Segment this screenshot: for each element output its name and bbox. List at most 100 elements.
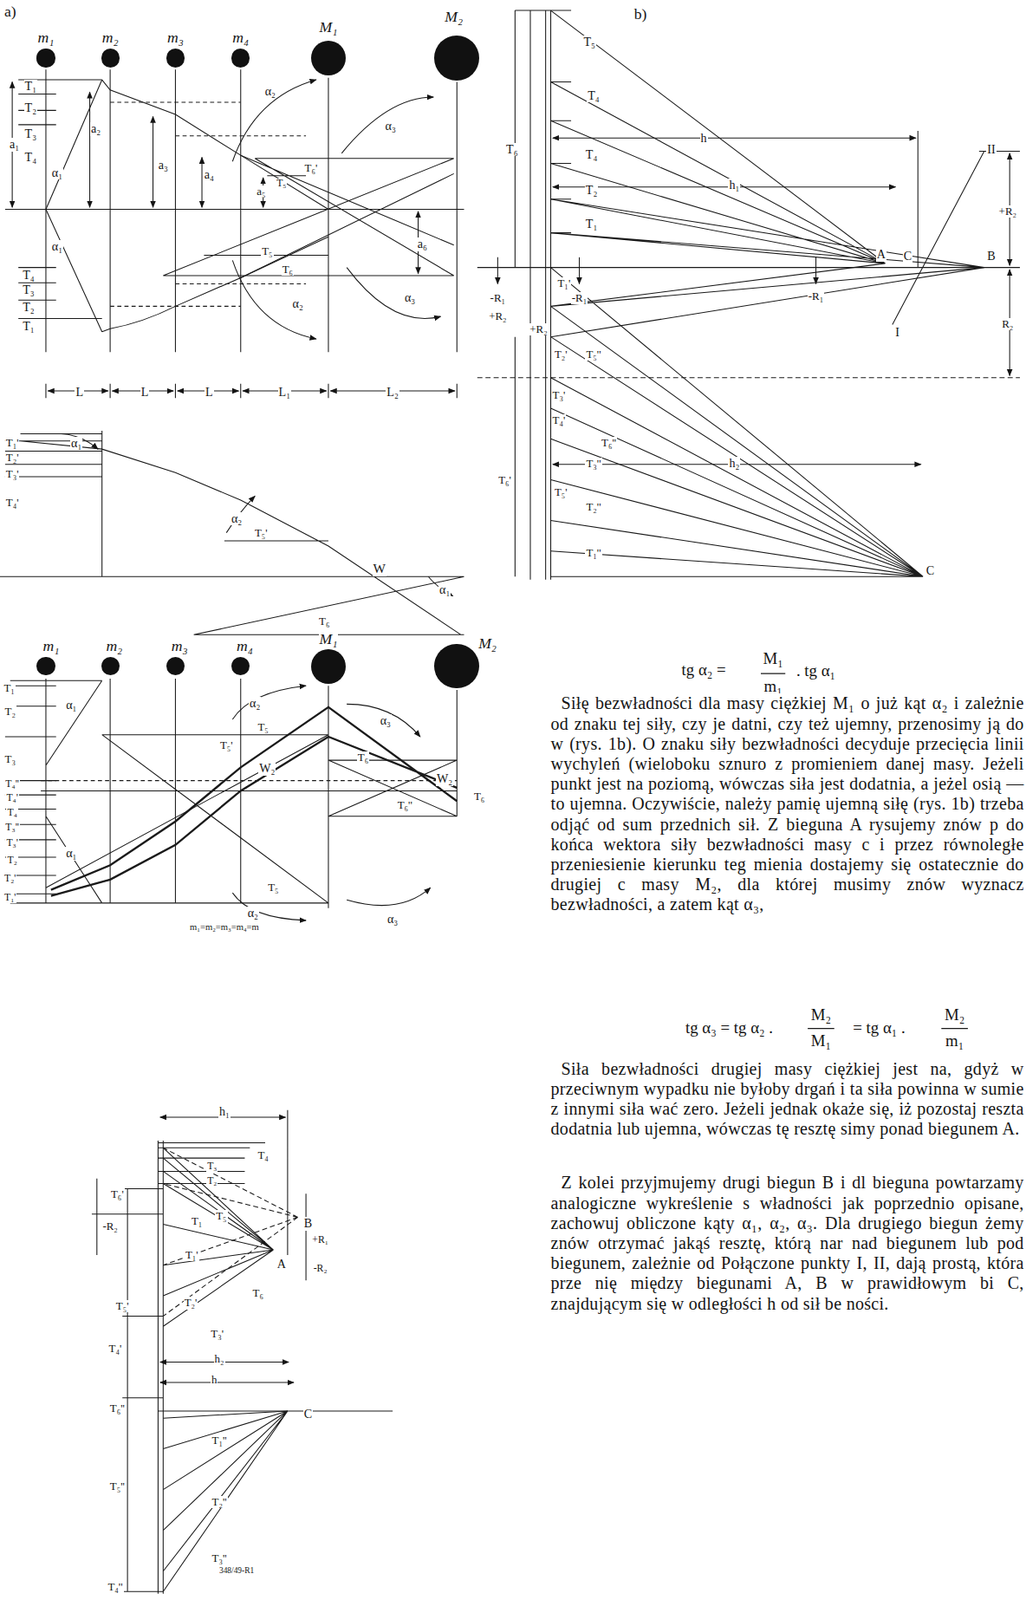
label-anchor: T₄: [6, 803, 18, 819]
figure-label: m₁: [944, 1032, 965, 1051]
label-anchor: L: [140, 383, 150, 400]
figure-label: T₆'': [109, 1402, 126, 1415]
figure-label: h₁: [727, 178, 741, 193]
mass-circle: m₄: [231, 656, 250, 676]
figure-label: α₃: [403, 291, 416, 306]
label-anchor: T₄'': [106, 1577, 124, 1594]
figure-label: -R₂: [312, 1263, 329, 1275]
mass-circle: m₁: [36, 656, 55, 676]
figure-label: α₂: [246, 906, 260, 921]
deflection-line: [0, 430, 465, 635]
label-anchor: T₆'': [109, 1399, 126, 1416]
label-anchor: h₂: [727, 454, 741, 471]
figure-label: T₆: [505, 142, 520, 157]
paragraph-anchor: Siła bezwładności drugiej masy ciężkiej …: [551, 1058, 1025, 1140]
figure-label: α₂: [264, 84, 277, 99]
figure-label: T₁': [3, 892, 17, 904]
figure-label: T₆': [110, 1188, 125, 1201]
mass-circle: m₃: [166, 656, 185, 676]
mass-axis-lines: [5, 69, 465, 352]
figure-label: T₄: [21, 268, 36, 283]
label-anchor: T₆: [252, 1284, 265, 1300]
figure-label: +R₂: [528, 323, 548, 336]
figure-label: T₅: [582, 35, 597, 50]
label-anchor: L: [74, 383, 85, 400]
figure-label: T₂: [21, 300, 36, 315]
figure-label: M₂: [810, 1006, 832, 1025]
figure-label: T₄: [586, 89, 601, 104]
figure-label: T₁: [584, 217, 599, 232]
label-anchor: T₅: [214, 1207, 228, 1223]
angle-arcs: [226, 495, 255, 533]
label-anchor: T₄': [5, 493, 20, 510]
paragraph-anchor: Siłę bezwładności dla masy ciężkiej M₁ o…: [551, 693, 1025, 915]
angle-arcs: [346, 267, 441, 319]
figure-label: α₁: [70, 436, 83, 451]
label-anchor: T₅: [582, 33, 597, 50]
dimension-lines: [201, 157, 203, 208]
label-anchor: +R₁: [311, 1230, 330, 1247]
label-anchor: T₅: [266, 878, 280, 895]
label-anchor: α₁: [64, 844, 78, 861]
figure-label: T₂'': [584, 500, 602, 513]
label-anchor: h₂: [214, 1350, 226, 1366]
label-anchor: T₃: [21, 281, 36, 298]
label-anchor: T₂'': [584, 498, 602, 514]
body-paragraph: Siła bezwładności drugiej masy ciężkiej …: [551, 1058, 1025, 1140]
angle-arcs: [232, 79, 317, 162]
label-anchor: +R₂: [998, 202, 1018, 219]
figure-label: M₁: [810, 1032, 832, 1051]
figure-label: T₄': [5, 792, 19, 805]
paragraph-anchor: Z kolei przyjmujemy drugi biegun B i dl …: [551, 1172, 1025, 1313]
figure-label: T₆: [473, 790, 486, 803]
label-anchor: T₃': [5, 833, 19, 850]
figure-label: T₂: [6, 855, 18, 867]
angle-arcs: [232, 892, 306, 921]
figure-label: T₅': [219, 739, 234, 752]
figure-label: T₆: [281, 263, 294, 276]
label-anchor: T₂: [24, 99, 39, 116]
angle-arcs: [346, 887, 431, 905]
mass-circle: m₂: [101, 48, 120, 67]
figure-label: tg α₂ =: [681, 661, 728, 680]
mass-label: m₃: [170, 637, 189, 655]
figure-label: α₁: [51, 240, 64, 254]
force-rays: [162, 155, 454, 278]
figure-label: T₆'': [396, 798, 414, 812]
label-anchor: T₆: [357, 748, 370, 765]
label-anchor: A: [276, 1255, 287, 1272]
deflection-polygon: [45, 79, 329, 332]
label-anchor: b): [633, 6, 649, 23]
label-anchor: T₂: [6, 850, 18, 867]
mass-circle: M₁: [311, 40, 346, 76]
label-anchor: C: [902, 247, 913, 264]
label-anchor: a₄: [203, 166, 215, 182]
figure-label: -R₁: [807, 290, 825, 303]
dashed-guides: [40, 779, 457, 781]
figure-label: -R₁: [489, 292, 507, 305]
figure-label: B: [303, 1216, 313, 1231]
figure-label: α₃: [384, 119, 397, 134]
mass-circle: m₄: [231, 48, 250, 67]
label-anchor: M₁: [761, 649, 784, 669]
label-anchor: α₁: [438, 581, 451, 598]
label-anchor: +R₂: [528, 320, 548, 337]
label-anchor: 348/49-R1: [218, 1560, 255, 1577]
figure-label: T₄'': [106, 1580, 124, 1593]
dimension-lines: [578, 257, 580, 285]
figure-label: tg α₃ = tg α₂ .: [684, 1019, 774, 1038]
label-anchor: T₆'': [600, 434, 617, 450]
figure-label: M₂: [943, 1006, 966, 1025]
label-anchor: α₂: [292, 295, 305, 312]
figure-label: T₆: [318, 615, 331, 628]
label-anchor: T₄: [256, 1146, 269, 1163]
figure-label: T₄: [6, 807, 18, 819]
mass-circle: m₂: [101, 656, 120, 676]
pole-rays: [551, 10, 985, 577]
figure-label: W₂: [258, 761, 276, 776]
label-anchor: T₁': [5, 434, 20, 450]
label-anchor: a): [3, 3, 18, 20]
label-anchor: L₁: [278, 383, 293, 400]
label-anchor: α₁: [51, 238, 64, 254]
body-paragraph: Z kolei przyjmujemy drugi biegun B i dl …: [551, 1172, 1025, 1313]
